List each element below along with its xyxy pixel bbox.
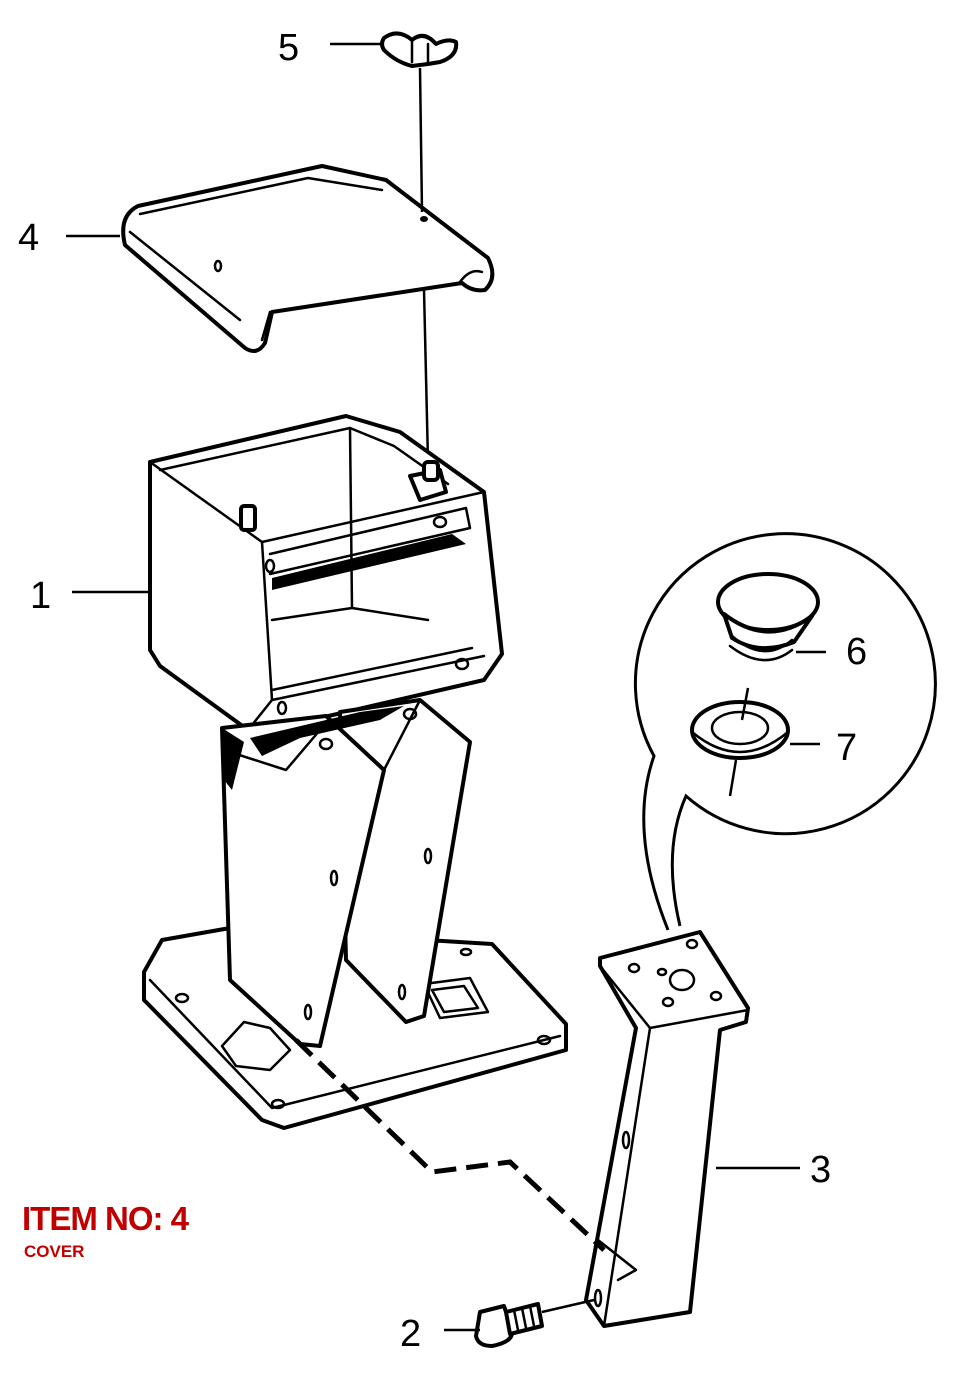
item-number-label: ITEM NO: 4	[22, 1200, 189, 1237]
callout-leaders	[66, 42, 826, 1332]
callout-1: 1	[30, 575, 51, 617]
item-name-label: COVER	[24, 1242, 85, 1261]
assembly-line-wing-nut	[418, 67, 430, 463]
pedestal-base	[142, 698, 568, 1130]
callout-6: 6	[846, 631, 867, 673]
wing-nut-part-5[interactable]	[380, 31, 459, 68]
washer-part-7[interactable]	[690, 687, 790, 797]
callout-3: 3	[810, 1149, 831, 1191]
detail-callout-bubble	[633, 532, 937, 931]
assembly-line-bolt	[541, 1298, 595, 1314]
bolt-part-2[interactable]	[474, 1302, 544, 1348]
callout-2: 2	[400, 1313, 421, 1355]
cover-part-4[interactable]	[121, 164, 495, 354]
housing-part-1[interactable]	[148, 414, 504, 732]
assembly-line-dashed	[294, 1038, 606, 1252]
plug-part-6[interactable]	[716, 572, 820, 662]
callout-7: 7	[836, 727, 857, 769]
post-part-3[interactable]	[584, 930, 750, 1328]
callout-5: 5	[278, 27, 299, 69]
callout-4: 4	[18, 217, 39, 259]
